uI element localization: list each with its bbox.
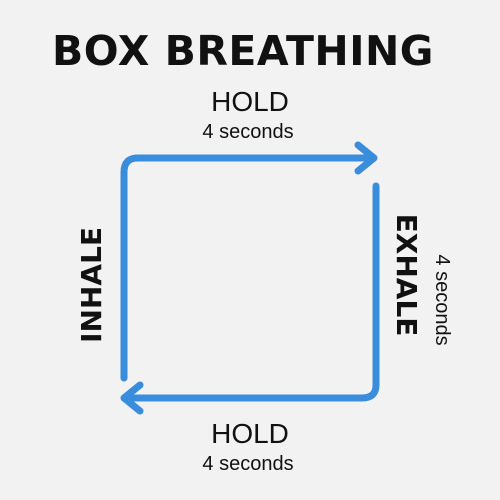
bottom-hold-duration: 4 seconds: [202, 453, 294, 475]
diagram-title: BOX BREATHING: [52, 27, 434, 75]
arrow-left-icon: [120, 381, 144, 415]
right-bottom-path: [122, 182, 380, 402]
top-hold-label: HOLD: [211, 86, 289, 117]
top-left-path: [120, 154, 376, 382]
bottom-hold-label: HOLD: [211, 418, 289, 449]
arrow-right-icon: [354, 141, 378, 175]
top-hold-duration: 4 seconds: [202, 121, 294, 143]
